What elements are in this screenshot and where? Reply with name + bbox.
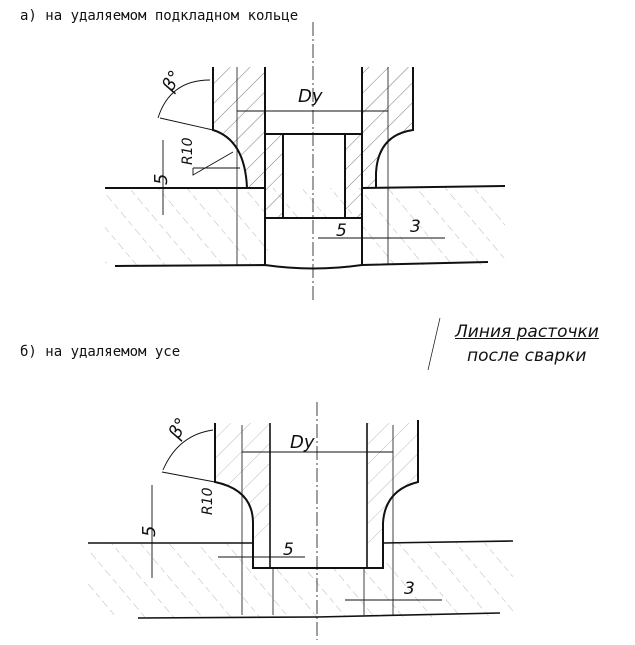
dim-5-b: 5 — [283, 540, 294, 560]
dim-3-b: 3 — [404, 579, 415, 599]
note-line1: Линия расточки — [455, 322, 599, 342]
dim-5-vert-a: 5 — [151, 174, 172, 185]
dim-dy-b: Dy — [290, 432, 315, 453]
dim-5-a: 5 — [336, 221, 347, 241]
dim-beta-a: β° — [158, 67, 187, 96]
caption-b: б) на удаляемом усе — [20, 344, 181, 360]
drawing-a — [105, 22, 506, 300]
dim-r10-a: R10 — [180, 137, 196, 165]
note-line2: после сварки — [467, 346, 587, 366]
caption-a: а) на удаляемом подкладном кольце — [20, 8, 299, 24]
dim-beta-b: β° — [164, 414, 193, 443]
dim-dy-a: Dy — [298, 86, 323, 107]
drawing-b — [88, 402, 514, 640]
dim-5-vert-b: 5 — [139, 526, 160, 537]
dim-r10-b: R10 — [200, 487, 216, 515]
dim-3-a: 3 — [410, 217, 421, 237]
